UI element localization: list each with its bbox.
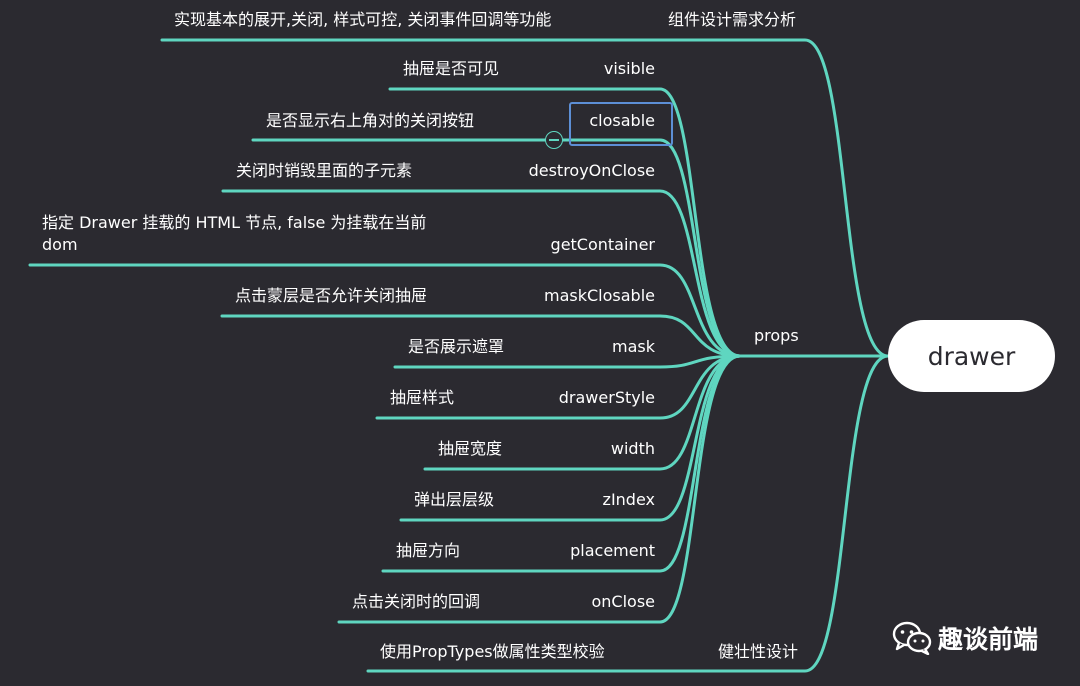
watermark: 趣谈前端	[892, 620, 1038, 656]
prop-name-getContainer[interactable]: getContainer	[550, 235, 655, 254]
root-label: drawer	[927, 341, 1016, 371]
prop-name-mask[interactable]: mask	[612, 337, 655, 356]
prop-desc-placement[interactable]: 抽屉方向	[396, 541, 461, 560]
connector-prop-drawerStyle	[375, 354, 742, 420]
branch-requirements-note[interactable]: 实现基本的展开,关闭, 样式可控, 关闭事件回调等功能	[174, 10, 552, 29]
connector-requirements	[160, 38, 890, 358]
connector-prop-getContainer	[28, 263, 742, 358]
prop-desc-width[interactable]: 抽屉宽度	[438, 439, 503, 458]
branch-requirements-label[interactable]: 组件设计需求分析	[668, 10, 797, 29]
branch-props-label[interactable]: props	[754, 326, 799, 345]
connector-prop-mask	[393, 354, 742, 369]
prop-desc-visible[interactable]: 抽屉是否可见	[403, 59, 500, 78]
branch-robustness-label[interactable]: 健壮性设计	[718, 642, 799, 661]
connector-prop-visible	[388, 87, 742, 358]
prop-name-placement[interactable]: placement	[570, 541, 655, 560]
prop-name-closable[interactable]: closable	[589, 111, 655, 130]
prop-desc-destroyOnClose[interactable]: 关闭时销毁里面的子元素	[236, 161, 413, 180]
prop-name-width[interactable]: width	[610, 439, 655, 458]
prop-name-destroyOnClose[interactable]: destroyOnClose	[528, 161, 655, 180]
root-node[interactable]: drawer	[888, 320, 1055, 392]
prop-desc-maskClosable[interactable]: 点击蒙层是否允许关闭抽屉	[235, 286, 428, 305]
prop-name-onClose[interactable]: onClose	[591, 592, 655, 611]
collapse-toggle-button[interactable]	[545, 131, 563, 149]
prop-desc-getContainer[interactable]: 指定 Drawer 挂载的 HTML 节点, false 为挂载在当前dom	[42, 213, 427, 254]
prop-desc-closable[interactable]: 是否显示右上角对的关闭按钮	[266, 111, 475, 130]
connector-prop-onClose	[337, 354, 742, 624]
branch-robustness-note[interactable]: 使用PropTypes做属性类型校验	[380, 642, 605, 661]
prop-name-drawerStyle[interactable]: drawerStyle	[558, 388, 655, 407]
prop-desc-zIndex[interactable]: 弹出层层级	[414, 490, 495, 509]
connector-robustness	[366, 354, 890, 673]
wechat-icon	[892, 621, 932, 655]
selected-node-highlight	[569, 102, 673, 146]
prop-name-maskClosable[interactable]: maskClosable	[544, 286, 655, 305]
prop-desc-mask[interactable]: 是否展示遮罩	[408, 337, 505, 356]
connector-prop-destroyOnClose	[221, 189, 742, 358]
prop-name-zIndex[interactable]: zIndex	[602, 490, 655, 509]
prop-name-visible[interactable]: visible	[603, 59, 655, 78]
connector-prop-maskClosable	[220, 314, 742, 358]
prop-desc-onClose[interactable]: 点击关闭时的回调	[352, 592, 481, 611]
watermark-text: 趣谈前端	[938, 625, 1039, 654]
connector-prop-width	[423, 354, 742, 471]
prop-desc-drawerStyle[interactable]: 抽屉样式	[390, 388, 455, 407]
